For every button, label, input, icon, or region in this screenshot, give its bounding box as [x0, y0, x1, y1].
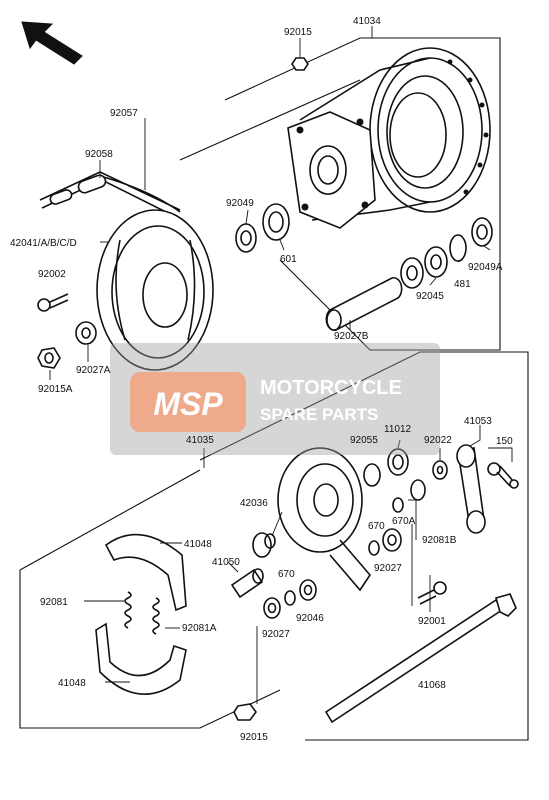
bearing-601 — [262, 203, 290, 251]
collar-92027-mid — [382, 528, 402, 552]
rear-hub — [287, 47, 491, 229]
o-ring-670A — [392, 497, 404, 513]
part-labels: 92015 41034 92057 92058 92049 42041/A/B/… — [10, 16, 513, 743]
label-92015-bottom: 92015 — [240, 732, 268, 743]
label-670A: 670A — [392, 516, 416, 527]
label-481: 481 — [454, 279, 471, 290]
label-41048-upper: 41048 — [184, 539, 212, 550]
label-41035: 41035 — [186, 435, 214, 446]
watermark-line2: SPARE PARTS — [260, 405, 378, 424]
watermark-badge: MSP — [153, 386, 223, 422]
oil-seal-92049 — [235, 223, 257, 253]
spring-92081 — [124, 591, 132, 629]
drive-chain — [39, 118, 181, 219]
brake-cam-41050 — [230, 568, 264, 599]
label-11012: 11012 — [384, 424, 412, 435]
nut-92015A — [37, 347, 61, 369]
washer-92022 — [432, 460, 448, 480]
nut-92015-top — [291, 38, 309, 71]
label-92058: 92058 — [85, 149, 113, 160]
torque-link-41053 — [456, 444, 486, 534]
spacer-92027B — [325, 276, 403, 332]
front-direction-arrow-icon — [21, 21, 83, 65]
spring-92081B — [410, 479, 426, 501]
label-42041: 42041/A/B/C/D — [10, 238, 77, 249]
label-92002: 92002 — [38, 269, 66, 280]
circlip-481 — [449, 234, 467, 262]
watermark-line1: MOTORCYCLE — [260, 377, 402, 399]
axle-41068 — [324, 593, 517, 724]
label-92081: 92081 — [40, 597, 68, 608]
leader-lines — [49, 26, 513, 683]
label-601: 601 — [280, 254, 297, 265]
spring-92081A — [152, 597, 160, 635]
label-92055: 92055 — [350, 435, 378, 446]
label-92057: 92057 — [110, 108, 138, 119]
label-92015A: 92015A — [38, 384, 73, 395]
label-670-lower: 670 — [278, 569, 295, 580]
collar-92027A — [75, 321, 97, 345]
oil-seal-92049A — [471, 217, 493, 247]
label-92027B: 92027B — [334, 331, 369, 342]
bolt-92002 — [37, 293, 69, 312]
label-92001: 92001 — [418, 616, 446, 627]
label-92081B: 92081B — [422, 535, 457, 546]
label-92022: 92022 — [424, 435, 452, 446]
label-92049A: 92049A — [468, 262, 503, 273]
label-92027-mid: 92027 — [374, 563, 402, 574]
nut-92015-bottom — [233, 626, 258, 721]
rear-sprocket — [96, 209, 214, 371]
label-41068: 41068 — [418, 680, 446, 691]
collar-92027-low — [263, 597, 281, 619]
brake-shoe-lower — [95, 622, 187, 695]
hub-group-frame — [179, 37, 501, 351]
brake-shoe-upper — [104, 533, 187, 612]
label-41034: 41034 — [353, 16, 381, 27]
watermark: MSP MOTORCYCLE SPARE PARTS — [110, 343, 440, 455]
label-150: 150 — [496, 436, 513, 447]
part-42036 — [252, 532, 276, 558]
o-ring-670-lower — [284, 590, 296, 606]
label-41048-lower: 41048 — [58, 678, 86, 689]
label-92027-low: 92027 — [262, 629, 290, 640]
o-ring-670-upper — [368, 540, 380, 556]
bolt-150 — [487, 462, 519, 489]
part-11012 — [387, 448, 409, 476]
seal-92055 — [363, 463, 381, 487]
label-670-upper: 670 — [368, 521, 385, 532]
label-92045: 92045 — [416, 291, 444, 302]
label-92081A: 92081A — [182, 623, 217, 634]
label-92046: 92046 — [296, 613, 324, 624]
bearing-92045-pair — [400, 246, 448, 289]
label-92027A: 92027A — [76, 365, 111, 376]
label-41050: 41050 — [212, 557, 240, 568]
hub-spoke-holes — [447, 59, 489, 195]
label-92049: 92049 — [226, 198, 254, 209]
label-92015-top: 92015 — [284, 27, 312, 38]
label-42036: 42036 — [240, 498, 268, 509]
label-41053: 41053 — [464, 416, 492, 427]
brake-panel — [277, 447, 372, 592]
bolt-92001 — [417, 581, 447, 605]
collar-92046 — [299, 579, 317, 601]
